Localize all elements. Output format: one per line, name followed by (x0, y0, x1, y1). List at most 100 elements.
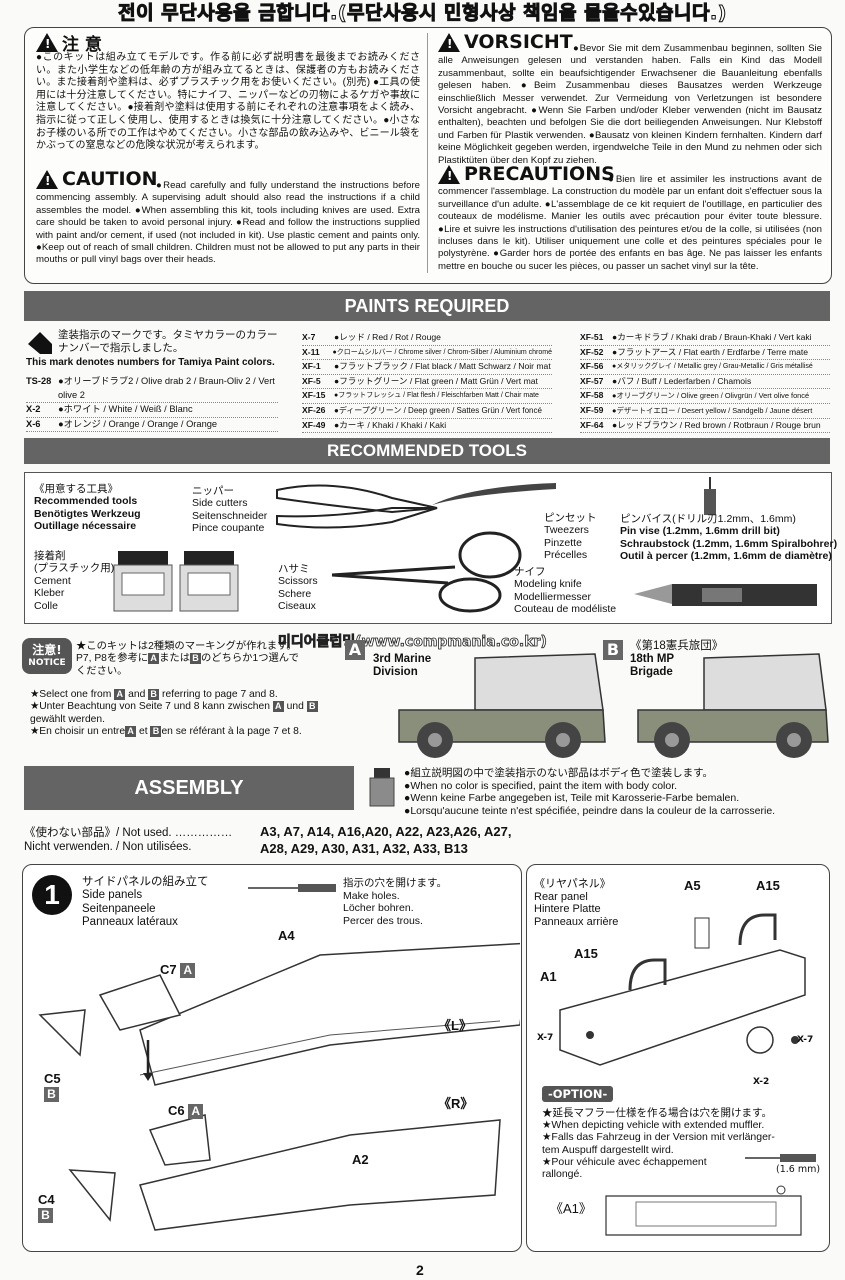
cement-jp2: (プラスチック用) (34, 562, 115, 575)
tweezers-jp: ピンセット (544, 512, 597, 524)
marking-b-label: B (603, 640, 623, 660)
part-c4-text: C4 (38, 1192, 55, 1207)
paint-row: XF-15●フラットフレッシュ / Flat flesh / Fleischfa… (302, 389, 552, 404)
paint-row: XF-58●オリーブグリーン / Olive green / Olivgrün … (580, 389, 830, 404)
notice-en-a: ★Select one from (30, 689, 112, 701)
color-note-de: ●Wenn keine Farbe angegeben ist, Teile m… (404, 792, 740, 804)
notice-de-c: gewählt werden. (30, 713, 105, 725)
marking-b-box: B (150, 726, 162, 738)
notice-line2c: のどちらか1つ選んで (201, 653, 299, 665)
not-used-parts1: A3, A7, A14, A16,A20, A22, A23,A26, A27, (260, 824, 512, 839)
paint-code: TS-28 (26, 376, 52, 386)
paint-row: XF-49●カーキ / Khaki / Khaki / Kaki (302, 419, 552, 434)
cement-de: Kleber (34, 587, 65, 600)
paint-row: XF-1●フラットブラック / Flat black / Matt Schwar… (302, 360, 552, 375)
tweezers-de: Pinzette (544, 536, 582, 549)
pinvise-jp: ピンバイス(ドリル刃1.2mm、1.6mm) (620, 513, 796, 525)
notice-line2a: P7, P8を参考に (76, 653, 149, 665)
notice-badge: 注意! NOTICE (22, 638, 72, 674)
part-a2: A2 (352, 1152, 369, 1167)
notice-de-b: und (286, 701, 304, 713)
cutters-de: Seitenschneider (192, 509, 268, 522)
paint-list-col2: X-7●レッド / Red / Rot / Rouge X-11●クロームシルバ… (302, 331, 552, 434)
option-fr2: rallongé. (542, 1168, 583, 1181)
cement-label: 接着剤 (プラスチック用) Cement Kleber Colle (34, 550, 114, 612)
modeling-knife-label: ナイフ Modeling knife Modelliermesser Coute… (514, 566, 616, 616)
part-c6: C6 A (168, 1103, 204, 1120)
warning-triangle-icon (438, 32, 460, 52)
part-a5: A5 (684, 878, 701, 893)
warnings-divider (427, 33, 428, 273)
marking-b-box: B (306, 701, 318, 713)
paint-row: XF-56●メタリックグレイ / Metallic grey / Grau-Me… (580, 360, 830, 375)
modeling-knife-icon (632, 580, 822, 618)
paint-name: ●レッド / Red / Rot / Rouge (334, 332, 441, 342)
knife-en: Modeling knife (514, 578, 582, 591)
notice-fr-b: et (138, 726, 148, 738)
notice-line2b: または (159, 653, 190, 665)
cutters-fr: Pince coupante (192, 522, 265, 535)
marking-b-box: B (190, 653, 201, 665)
version-a-name: 3rd Marine Division (373, 653, 431, 679)
version-b-jp: 《第18憲兵旅団》 (630, 640, 724, 652)
pinvise-en: Pin vise (1.2mm, 1.6mm drill bit) (620, 525, 780, 538)
paint-name: ●メタリックグレイ / Metallic grey / Grau-Metalli… (612, 363, 813, 371)
version-a-line1: 3rd Marine (373, 653, 432, 665)
pinvise-fr: Outil à percer (1.2mm, 1.6mm de diamètre… (620, 550, 832, 563)
side-cutters-label: ニッパー Side cutters Seitenschneider Pince … (192, 485, 267, 535)
paint-x7-right: X-7 (797, 1035, 814, 1045)
paint-row: XF-5●フラットグリーン / Flat green / Matt Grün /… (302, 375, 552, 390)
notice-en-b: and (128, 689, 146, 701)
paint-row: TS-28●オリーブドラブ2 / Olive drab 2 / Braun-Ol… (26, 375, 278, 404)
tweezers-label: ピンセット Tweezers Pinzette Précelles (544, 512, 597, 562)
version-a-line2: Division (373, 666, 418, 678)
part-c7-text: C7 (160, 962, 177, 977)
notice-fr-c: en se référant à la page 7 et 8. (161, 726, 302, 738)
option-drill-size: (1.6 mm) (776, 1164, 821, 1175)
option-jp: ★延長マフラー仕様を作る場合は穴を開けます。 (542, 1107, 772, 1119)
make-holes-note: 指示の穴を開けます。 Make holes. Löcher bohren. Pe… (343, 877, 447, 927)
step1-title-fr: Panneaux latéraux (82, 916, 178, 929)
paint-name: ●フラットフレッシュ / Flat flesh / Fleischfarben … (334, 392, 539, 400)
paint-name: ●クロームシルバー / Chrome silver / Chrom-Silber… (332, 348, 552, 356)
marking-a-box: A (272, 701, 284, 713)
paint-legend-en: This mark denotes numbers for Tamiya Pai… (26, 357, 275, 368)
knife-jp: ナイフ (514, 566, 546, 578)
marking-a-box: A (125, 726, 137, 738)
tools-intro-jp: 《用意する工具》 (34, 483, 118, 495)
warning-triangle-icon (438, 164, 460, 184)
sprue-a-box: A (188, 1104, 204, 1120)
rear-panel-title: 《リヤパネル》 Rear panel Hintere Platte Pannea… (534, 878, 618, 928)
option-en: ★When depicting vehicle with extended mu… (542, 1119, 765, 1132)
cement-jp: 接着剤 (34, 550, 66, 562)
paint-bottle-icon (368, 766, 396, 808)
watermark-text: 미디어클럽밍(www.compmania.co.kr) (278, 634, 548, 651)
paint-row: XF-51●カーキドラブ / Khaki drab / Braun-Khaki … (580, 331, 830, 346)
copyright-banner: 전이 무단사용을 금합니다.(무단사용시 민형사상 책임을 물을수있습니다.) (118, 2, 727, 25)
paint-x7-left: X-7 (537, 1033, 554, 1043)
option-fr1: ★Pour véhicule avec échappement (542, 1155, 707, 1168)
tools-intro-en: Recommended tools (34, 495, 138, 508)
notice-line1: ★このキットは2種類のマーキングが作れます。 (76, 641, 297, 652)
notice-line3: ください。 (76, 665, 128, 677)
cutters-jp: ニッパー (192, 485, 234, 497)
pin-vise-label: ピンバイス(ドリル刃1.2mm、1.6mm) Pin vise (1.2mm, … (620, 513, 837, 563)
paint-name: ●フラットブラック / Flat black / Matt Schwarz / … (334, 361, 551, 372)
paint-code: XF-51 (580, 332, 604, 342)
not-used-parts: A3, A7, A14, A16,A20, A22, A23,A26, A27,… (260, 823, 511, 857)
cement-bottles-icon (112, 545, 242, 619)
tools-intro-de: Benötigtes Werkzeug (34, 507, 141, 520)
not-used-label: 《使わない部品》/ Not used. …………… Nicht verwende… (24, 826, 232, 854)
warning-triangle-icon (36, 33, 58, 52)
rear-panel-diagram (530, 900, 825, 1094)
part-a15-right: A15 (756, 878, 780, 893)
en-caution-text: ●Read carefully and fully understand the… (36, 180, 420, 266)
paint-name: ●フラットグリーン / Flat green / Matt Grün / Ver… (334, 375, 538, 386)
drill-icon (248, 880, 338, 899)
paint-code: XF-52 (580, 346, 604, 357)
sprue-b-box: B (38, 1208, 53, 1224)
part-a1: A1 (540, 969, 557, 984)
